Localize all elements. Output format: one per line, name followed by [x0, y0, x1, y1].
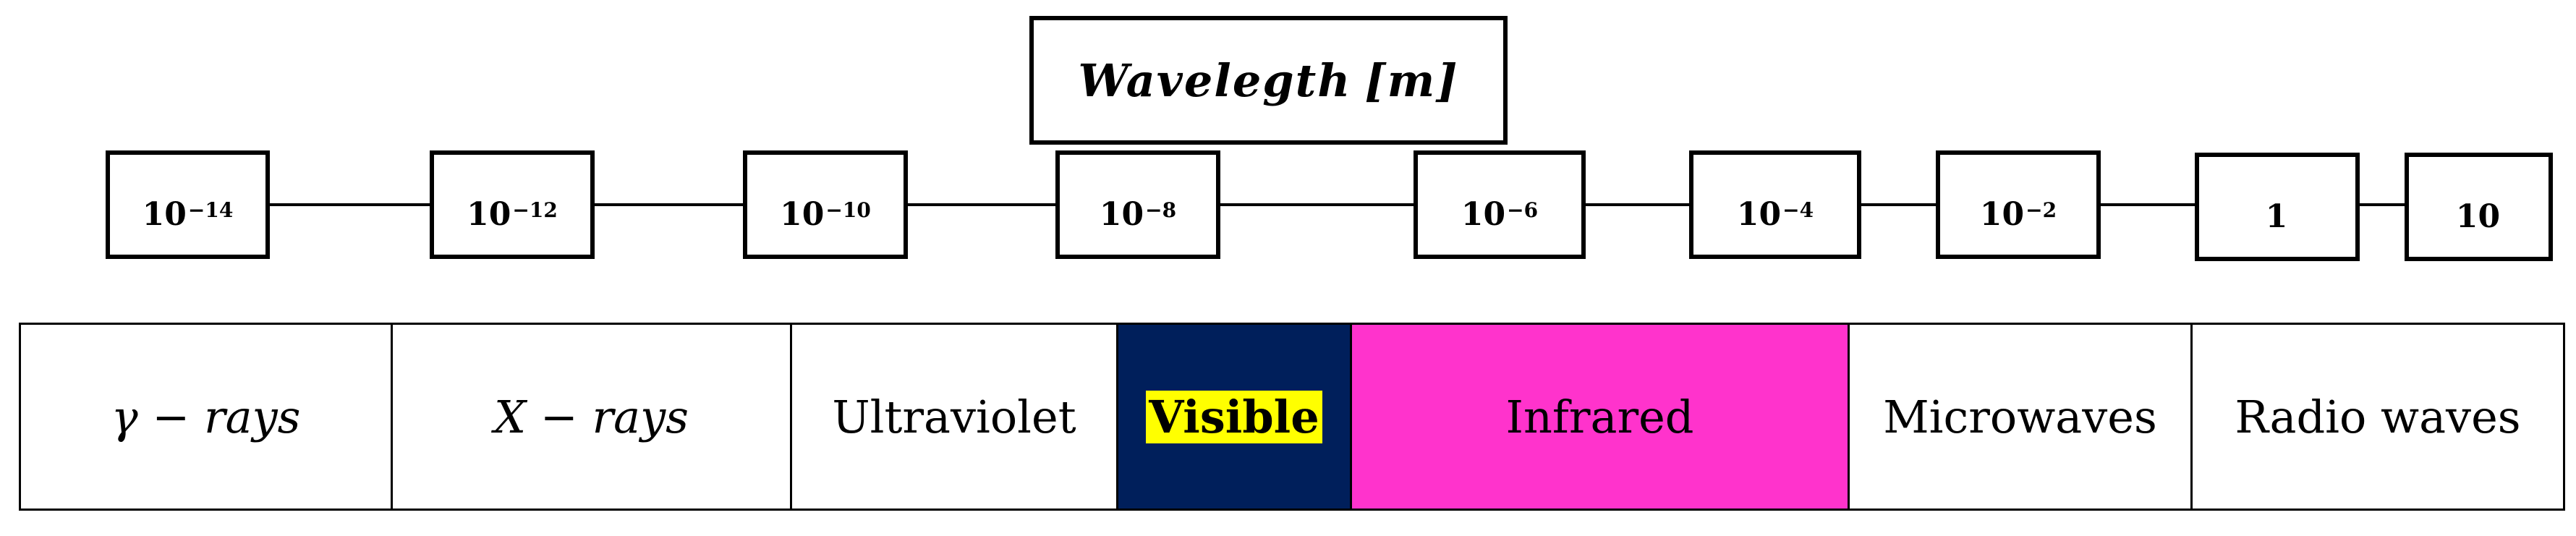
- mark-exponent: −6: [1507, 197, 1539, 222]
- mark-exponent: −8: [1145, 197, 1177, 222]
- mark-base: 10: [1099, 195, 1144, 233]
- mark-exponent: −12: [512, 197, 558, 222]
- band-infrared: Infrared: [1352, 325, 1850, 509]
- wavelength-mark-8: 1: [2195, 153, 2360, 261]
- band-label: Ultraviolet: [832, 390, 1076, 443]
- mark-base: 10: [1461, 195, 1506, 233]
- band-radio-waves: Radio waves: [2193, 325, 2563, 509]
- spectrum-bands: γ − rays X − rays Ultraviolet Visible In…: [19, 323, 2565, 511]
- band-label: Infrared: [1505, 390, 1694, 443]
- wavelength-mark-3: 10−10: [743, 150, 908, 259]
- band-label: Radio waves: [2235, 390, 2521, 443]
- mark-exponent: −2: [2025, 197, 2057, 222]
- wavelength-unit: [m]: [1364, 54, 1458, 107]
- wavelength-mark-5: 10−6: [1414, 150, 1586, 259]
- band-label-highlighted: Visible: [1146, 390, 1322, 443]
- mark-base: 10: [1736, 195, 1782, 233]
- wavelength-mark-9: 10: [2405, 153, 2553, 261]
- unit-close-bracket: ]: [1436, 54, 1459, 107]
- band-microwaves: Microwaves: [1850, 325, 2193, 509]
- mark-base: 10: [142, 195, 187, 233]
- wavelength-mark-7: 10−2: [1936, 150, 2101, 259]
- mark-base: 10: [467, 195, 511, 233]
- band-visible: Visible: [1118, 325, 1352, 509]
- unit-symbol: m: [1387, 54, 1437, 107]
- mark-base: 1: [2265, 197, 2288, 235]
- band-gamma-rays: γ − rays: [21, 325, 393, 509]
- wavelength-title-box: Wavelegth [m]: [1029, 16, 1508, 145]
- wavelength-title: Wavelegth: [1078, 54, 1352, 107]
- band-label: X − rays: [494, 390, 689, 443]
- wavelength-mark-2: 10−12: [430, 150, 595, 259]
- band-x-rays: X − rays: [393, 325, 792, 509]
- mark-base: 10: [2455, 197, 2501, 235]
- wavelength-mark-6: 10−4: [1689, 150, 1861, 259]
- band-ultraviolet: Ultraviolet: [792, 325, 1118, 509]
- unit-open-bracket: [: [1364, 54, 1387, 107]
- mark-exponent: −10: [825, 197, 871, 222]
- mark-base: 10: [780, 195, 825, 233]
- mark-base: 10: [1979, 195, 2025, 233]
- mark-exponent: −4: [1782, 197, 1814, 222]
- wavelength-mark-4: 10−8: [1055, 150, 1220, 259]
- band-label: γ − rays: [111, 390, 301, 443]
- band-label: Microwaves: [1883, 390, 2157, 443]
- wavelength-mark-1: 10−14: [106, 150, 270, 259]
- mark-exponent: −14: [187, 197, 234, 222]
